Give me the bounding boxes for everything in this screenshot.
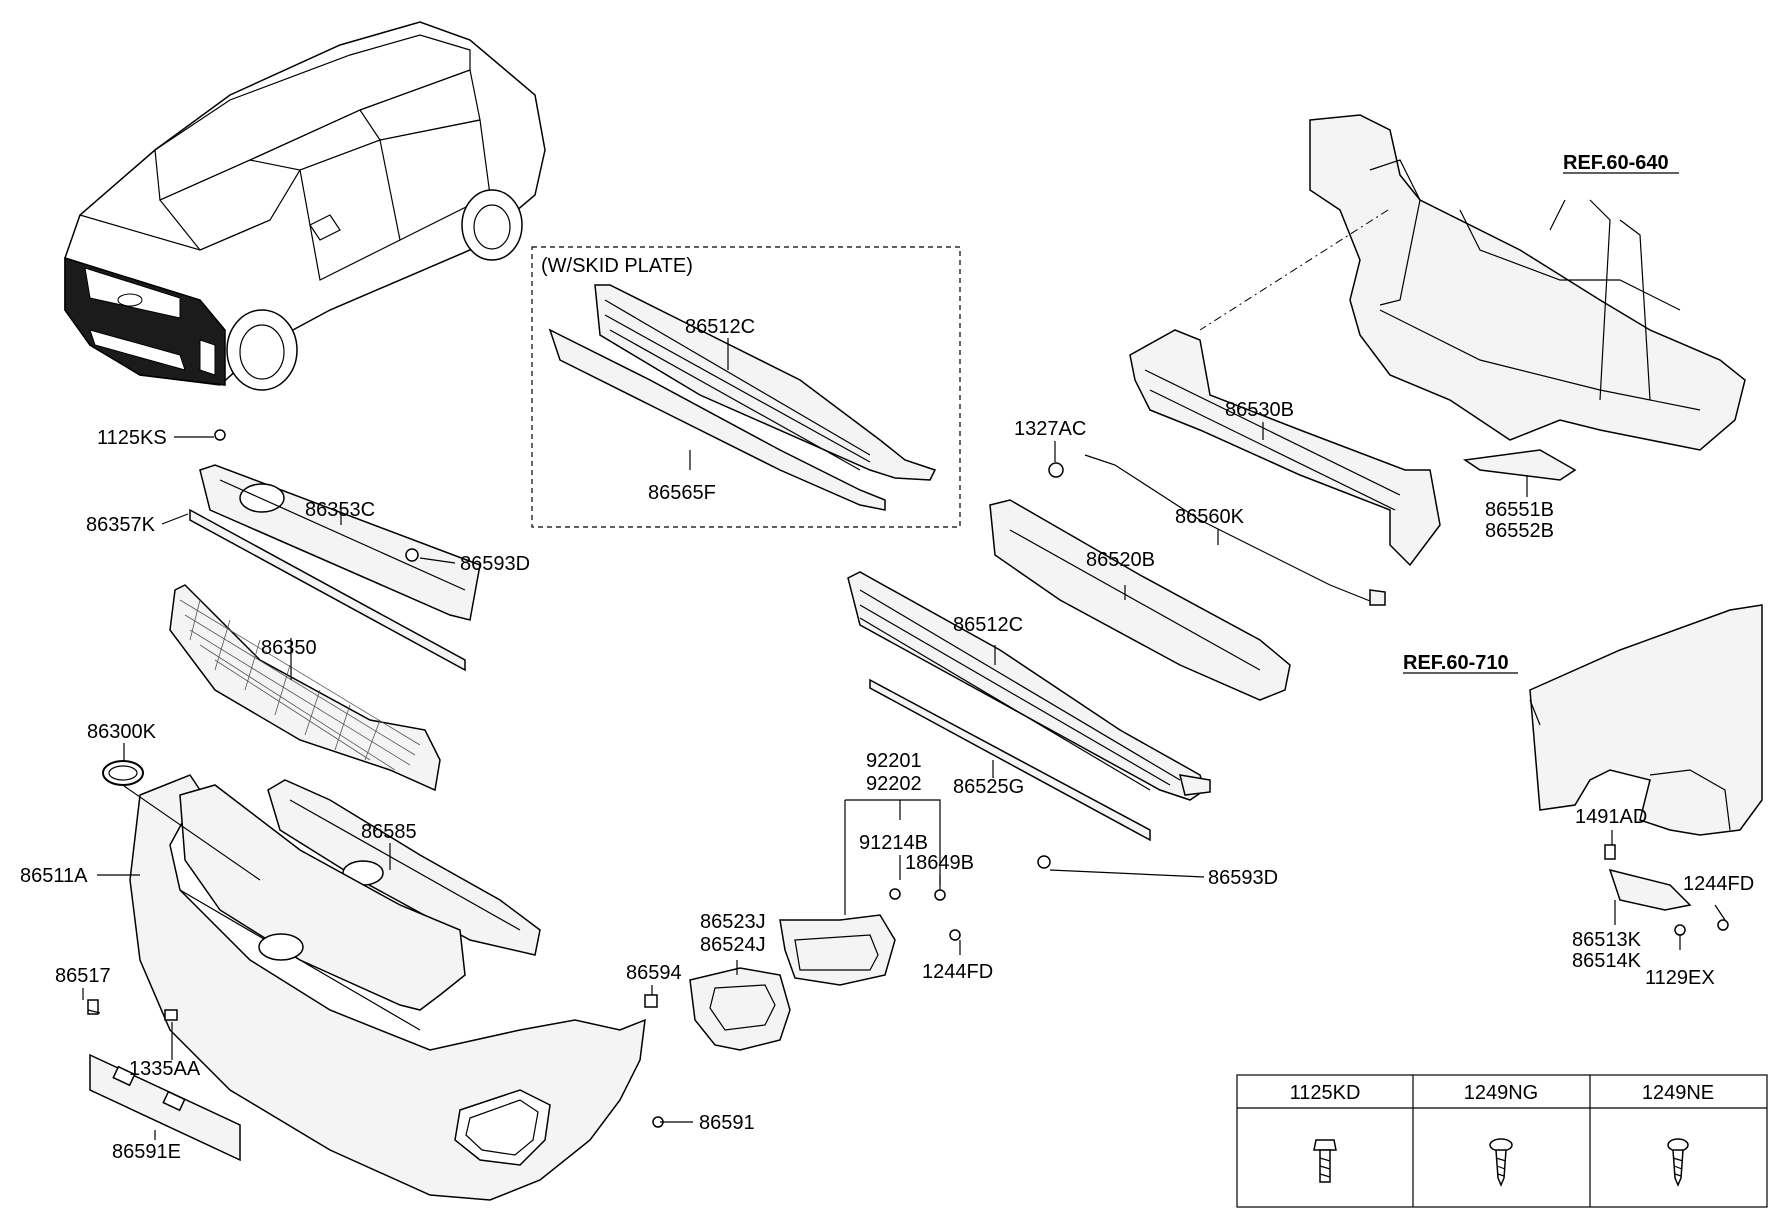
label-1129EX: 1129EX: [1645, 967, 1715, 989]
label-86513K: 86513K: [1572, 929, 1642, 951]
screw-1249NE-icon: [1667, 1138, 1689, 1187]
label-86514K: 86514K: [1572, 950, 1642, 972]
lower-grille-86512C: [847, 571, 1211, 801]
table-header-1249NE: 1249NE: [1642, 1082, 1714, 1104]
label-86591E: 86591E: [112, 1141, 181, 1163]
fastener-icons: [87, 429, 1729, 1128]
label-92201: 92201: [866, 750, 922, 772]
label-86523J: 86523J: [700, 911, 766, 933]
label-86551B: 86551B: [1485, 499, 1554, 521]
label-1244FD-center: 1244FD: [922, 961, 993, 983]
table-header-1249NG: 1249NG: [1464, 1082, 1539, 1104]
label-86593D-lower: 86593D: [1208, 867, 1278, 889]
bolt-1125KD-icon: [1313, 1139, 1337, 1183]
bumper-rail-86530B: [1129, 329, 1441, 567]
skid-plate-grille-part: [548, 284, 937, 511]
fastener-table: 1125KD 1249NG 1249NE: [1236, 1074, 1768, 1208]
label-86300K: 86300K: [87, 721, 157, 743]
moulding-86525G: [869, 678, 1151, 842]
ref-label-60-640: REF.60-640: [1563, 152, 1669, 174]
label-86512C-lower: 86512C: [953, 614, 1023, 636]
fender-bracket-86513K: [1608, 868, 1692, 911]
lower-garnish-86585: [267, 779, 541, 956]
skid-plate-inset-title: (W/SKID PLATE): [541, 255, 693, 277]
label-1491AD: 1491AD: [1575, 806, 1647, 828]
wire-clip: [1369, 589, 1386, 606]
wire-harness-86560K: [1084, 454, 1381, 606]
ref-leader-60-710: [1529, 699, 1541, 726]
label-86517: 86517: [55, 965, 111, 987]
label-86357K: 86357K: [86, 514, 156, 536]
label-18649B: 18649B: [905, 852, 974, 874]
bracket-86551B: [1462, 449, 1577, 481]
radiator-grille-86350: [169, 584, 441, 792]
bumper-emblem-mount: [258, 933, 304, 961]
label-91214B: 91214B: [859, 832, 928, 854]
kia-emblem-86300K: [102, 760, 144, 786]
skid-plate-inset-box: [531, 246, 961, 528]
grille-bracket-86353C: [199, 464, 481, 621]
label-86512C-inset: 86512C: [685, 316, 755, 338]
label-86552B: 86552B: [1485, 520, 1554, 542]
label-86593D-upper: 86593D: [460, 553, 530, 575]
grille-strip-86357K: [189, 508, 466, 672]
label-86520B: 86520B: [1086, 549, 1155, 571]
bumper-inner-frame: [179, 784, 466, 1011]
label-86353C: 86353C: [305, 499, 375, 521]
label-86591: 86591: [699, 1112, 755, 1134]
leader-lines: [82, 338, 1726, 1140]
vehicle-illustration: [64, 21, 546, 391]
front-end-carrier: [1309, 114, 1746, 451]
label-86511A: 86511A: [20, 865, 88, 887]
label-86530B: 86530B: [1225, 399, 1294, 421]
label-86524J: 86524J: [700, 934, 766, 956]
label-86350: 86350: [261, 637, 317, 659]
label-86565F: 86565F: [648, 482, 716, 504]
absorber-86520B: [989, 499, 1291, 701]
table-header-1125KD: 1125KD: [1290, 1082, 1361, 1104]
fog-lamp-cover-86523J: [689, 967, 791, 1051]
ref-label-60-710: REF.60-710: [1403, 652, 1509, 674]
label-86560K: 86560K: [1175, 506, 1245, 528]
label-1244FD-right: 1244FD: [1683, 873, 1754, 895]
label-86585: 86585: [361, 821, 417, 843]
fog-lamp-86523J-assembly: [779, 914, 896, 986]
label-1335AA: 1335AA: [129, 1058, 201, 1080]
part-labels: 1125KS 86357K 86353C 86593D 86350 86300K…: [20, 316, 1754, 1163]
label-1327AC: 1327AC: [1014, 418, 1086, 440]
label-1125KS: 1125KS: [97, 427, 167, 449]
label-86594: 86594: [626, 962, 682, 984]
label-86525G: 86525G: [953, 776, 1024, 798]
ref-leader-60-640: [1549, 199, 1566, 231]
ref-line-carrier: [1199, 209, 1389, 331]
fender: [1529, 604, 1763, 836]
license-bracket-86591E: [89, 1053, 241, 1162]
screw-1249NG-icon: [1489, 1138, 1513, 1187]
front-bumper-86511A: [129, 774, 646, 1201]
label-92202: 92202: [866, 773, 922, 795]
